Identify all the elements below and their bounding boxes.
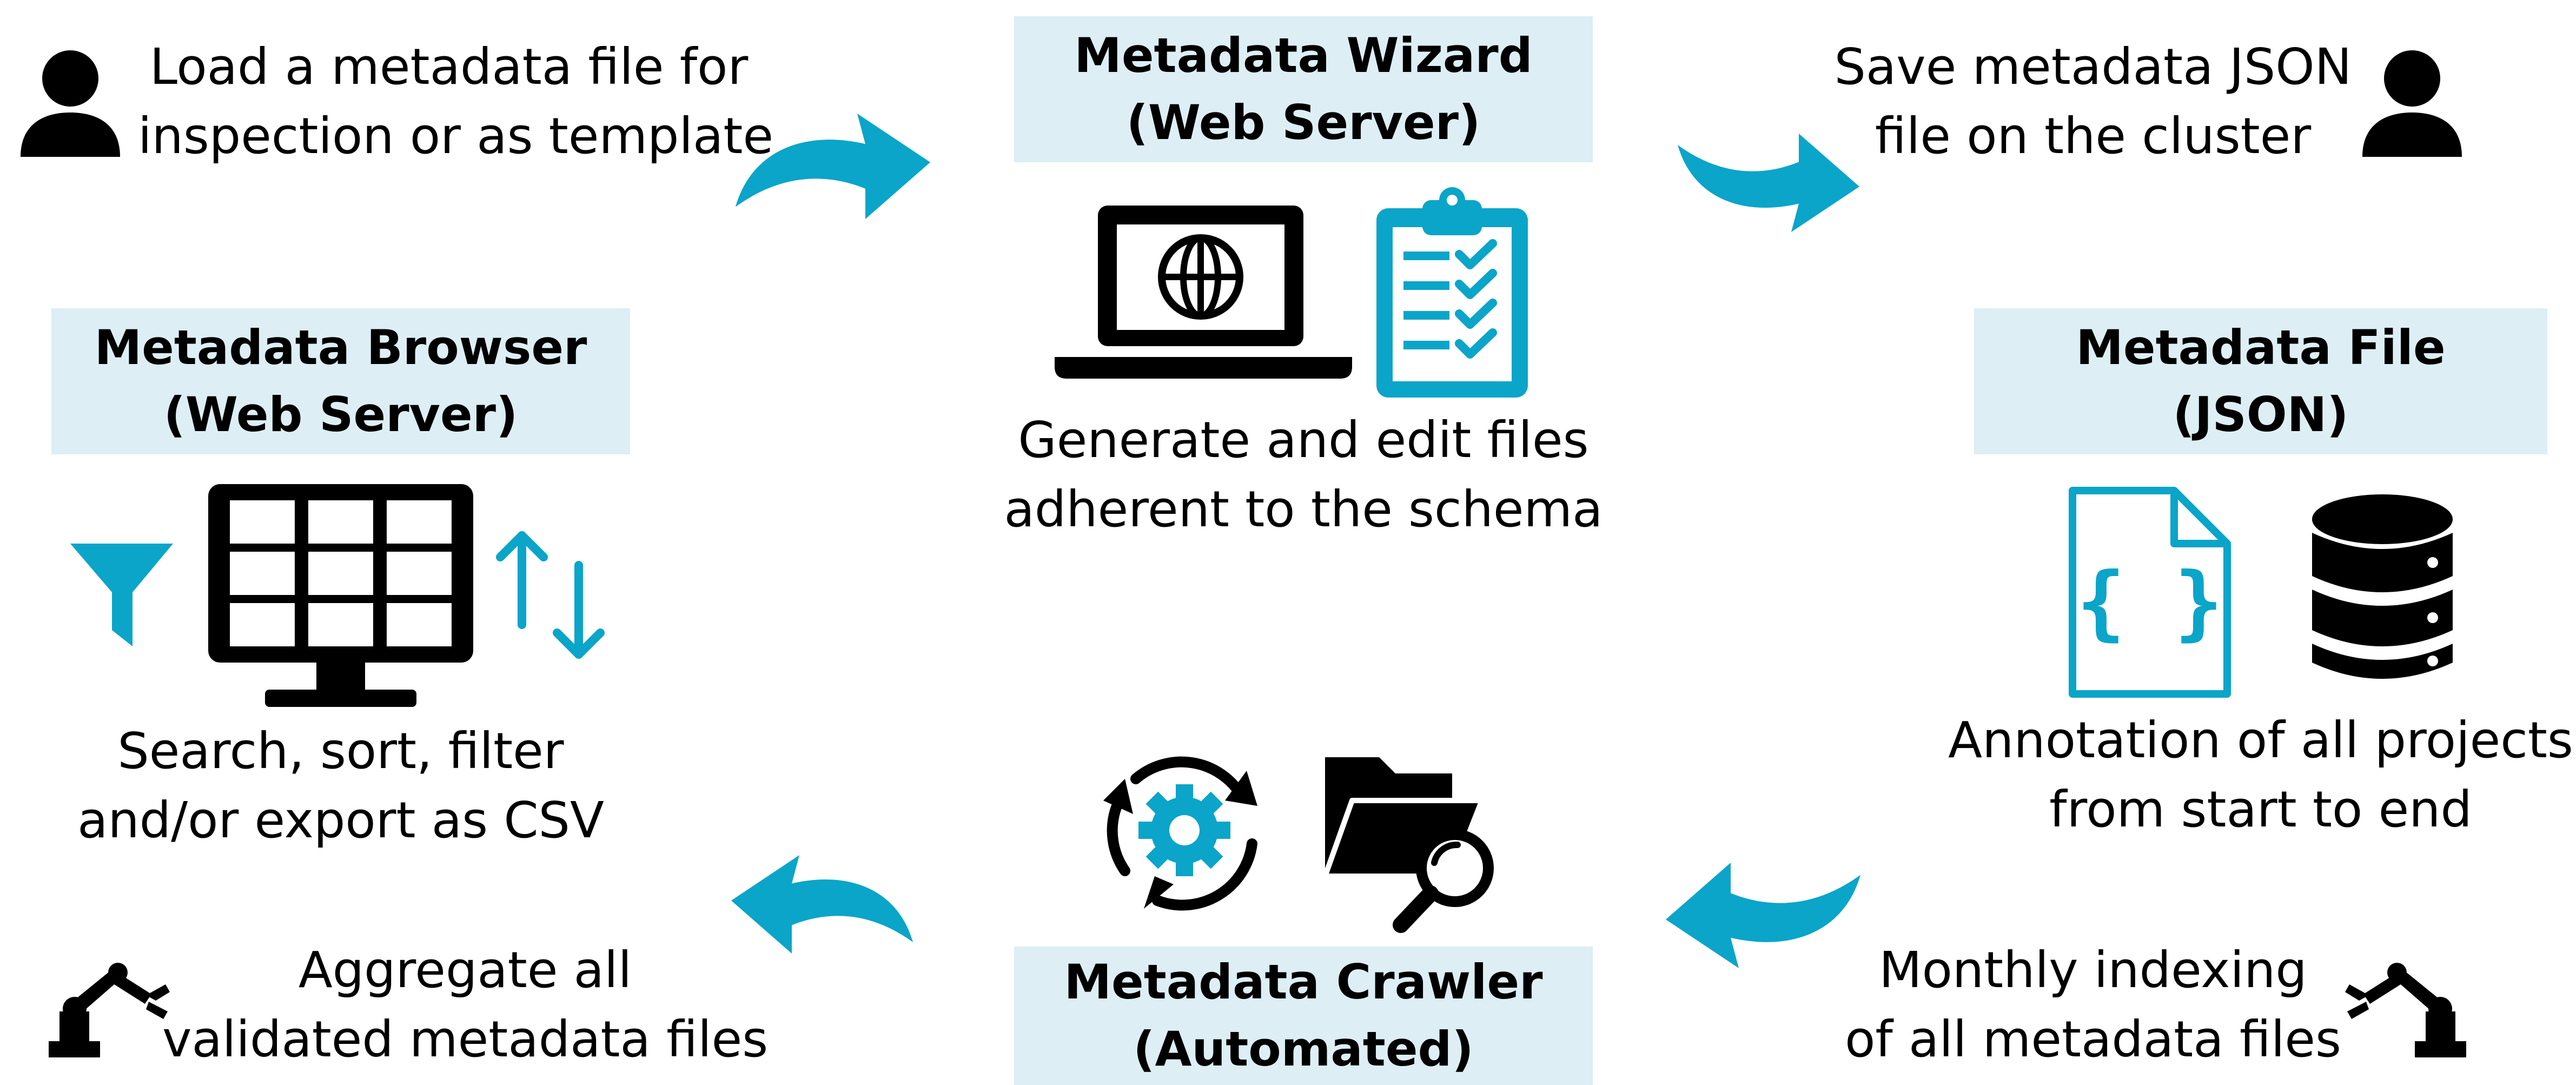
- metadata-browser-subtitle: (Web Server): [163, 387, 518, 442]
- aggregate-step-line2: validated metadata files: [162, 1010, 769, 1068]
- robot-arm-icon: [38, 952, 173, 1060]
- save-step-line2: file on the cluster: [1875, 107, 2312, 165]
- metadata-file-title: Metadata File: [2076, 320, 2446, 375]
- save-step-text: Save metadata JSON file on the cluster: [1833, 32, 2353, 171]
- user-icon: [2358, 49, 2466, 157]
- metadata-wizard-subtitle: (Web Server): [1126, 95, 1481, 150]
- folder-search-icon: [1320, 741, 1514, 936]
- index-step-line1: Monthly indexing: [1879, 941, 2307, 999]
- table-monitor-icon: [206, 481, 476, 709]
- aggregate-step-text: Aggregate all validated metadata files: [162, 936, 768, 1074]
- metadata-crawler-title: Metadata Crawler: [1064, 954, 1543, 1010]
- svg-text:{ }: { }: [2077, 555, 2223, 650]
- browser-description-line2: and/or export as CSV: [77, 791, 604, 849]
- file-description-line2: from start to end: [2049, 780, 2472, 838]
- metadata-file-subtitle: (JSON): [2173, 387, 2349, 442]
- curved-arrow-to-wizard-icon: [736, 87, 930, 238]
- wizard-description-line2: adherent to the schema: [1004, 480, 1603, 538]
- user-icon: [16, 49, 124, 157]
- file-description-line1: Annotation of all projects: [1948, 711, 2573, 769]
- gear-cycle-icon: [1092, 741, 1276, 919]
- browser-description: Search, sort, filter and/or export as CS…: [54, 717, 627, 855]
- robot-arm-icon: [2342, 952, 2477, 1060]
- wizard-description: Generate and edit files adherent to the …: [979, 406, 1628, 544]
- json-file-icon: { }: [2066, 484, 2234, 700]
- aggregate-step-line1: Aggregate all: [298, 941, 632, 999]
- curved-arrow-to-crawler-icon: [1666, 844, 1860, 995]
- metadata-crawler-box: Metadata Crawler (Automated): [1014, 947, 1593, 1085]
- filter-funnel-icon: [68, 541, 176, 649]
- metadata-file-box: Metadata File (JSON): [1974, 308, 2547, 454]
- metadata-wizard-box: Metadata Wizard (Web Server): [1014, 16, 1593, 162]
- load-step-text: Load a metadata file for inspection or a…: [138, 32, 774, 171]
- database-icon: [2309, 492, 2455, 690]
- index-step-text: Monthly indexing of all metadata files: [1839, 936, 2347, 1074]
- load-step-line1: Load a metadata file for: [149, 38, 749, 96]
- metadata-wizard-title: Metadata Wizard: [1074, 28, 1533, 83]
- checklist-clipboard-icon: [1368, 187, 1536, 403]
- metadata-crawler-subtitle: (Automated): [1133, 1021, 1474, 1077]
- file-description: Annotation of all projects from start to…: [1947, 706, 2574, 844]
- load-step-line2: inspection or as template: [138, 107, 774, 165]
- laptop-globe-icon: [1049, 200, 1357, 384]
- browser-description-line1: Search, sort, filter: [117, 722, 564, 780]
- metadata-browser-title: Metadata Browser: [94, 320, 587, 375]
- metadata-browser-box: Metadata Browser (Web Server): [51, 308, 630, 454]
- save-step-line1: Save metadata JSON: [1834, 38, 2352, 96]
- index-step-line2: of all metadata files: [1845, 1010, 2341, 1068]
- wizard-description-line1: Generate and edit files: [1018, 411, 1589, 469]
- sort-arrows-icon: [489, 522, 614, 668]
